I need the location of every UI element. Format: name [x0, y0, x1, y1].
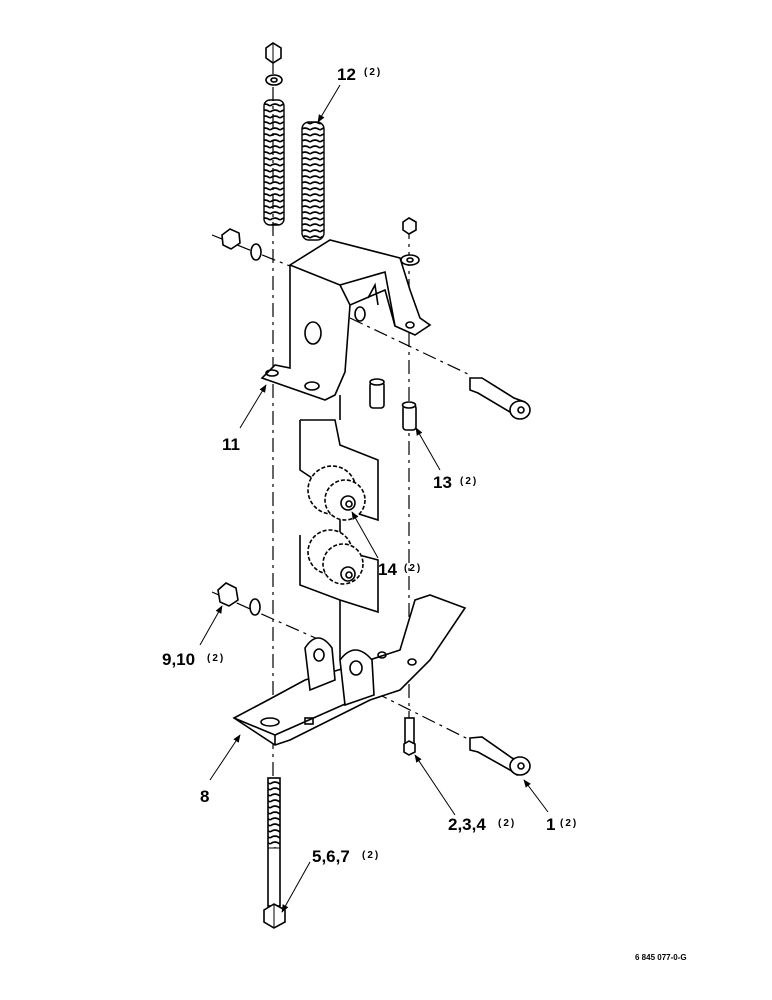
callout-9-10-qty: (2) [207, 653, 225, 664]
long-bolt [263, 777, 286, 929]
document-number: 6 845 077-0-G [635, 953, 687, 962]
callout-2-3-4-qty: (2) [498, 818, 516, 829]
callout-1: 1 (2) [546, 815, 578, 834]
callout-12: 12 (2) [337, 65, 382, 84]
back-plates [299, 395, 379, 660]
callout-14-qty: (2) [404, 563, 422, 574]
upper-bracket-11 [260, 239, 432, 401]
callout-13-number: 13 [433, 473, 452, 492]
gear-lower [307, 529, 364, 585]
callout-5-6-7: 5,6,7 (2) [312, 847, 380, 866]
shoulder-bolt-upper [469, 377, 531, 420]
lower-bracket-8 [232, 594, 467, 746]
spring-12 [301, 121, 325, 241]
callout-13: 13 (2) [433, 473, 478, 492]
callout-8: 8 [200, 787, 209, 806]
shoulder-bolt-lower [469, 736, 531, 776]
top-nut-left [265, 42, 283, 86]
callout-1-number: 1 [546, 815, 555, 834]
callout-12-number: 12 [337, 65, 356, 84]
callout-2-3-4-number: 2,3,4 [448, 815, 486, 834]
callout-12-qty: (2) [364, 67, 382, 78]
callout-9-10: 9,10 (2) [162, 650, 225, 669]
callout-2-3-4: 2,3,4 (2) [448, 815, 516, 834]
callout-8-number: 8 [200, 787, 209, 806]
callout-13-qty: (2) [460, 476, 478, 487]
callout-14: 14 (2) [378, 560, 422, 579]
small-screw [403, 717, 416, 756]
spacer-bushings [369, 378, 417, 431]
nut-washer-upper [221, 228, 262, 261]
callout-11-number: 11 [222, 435, 240, 454]
callout-1-qty: (2) [560, 818, 578, 829]
callout-11: 11 [222, 435, 240, 454]
leader-arrows [199, 84, 549, 913]
callout-14-number: 14 [378, 560, 397, 579]
top-nut-right [400, 217, 420, 266]
nut-washer-lower [217, 582, 261, 616]
spring-left [263, 99, 285, 226]
callout-5-6-7-number: 5,6,7 [312, 847, 350, 866]
callout-5-6-7-qty: (2) [362, 850, 380, 861]
gear-upper [307, 465, 366, 521]
callout-9-10-number: 9,10 [162, 650, 195, 669]
